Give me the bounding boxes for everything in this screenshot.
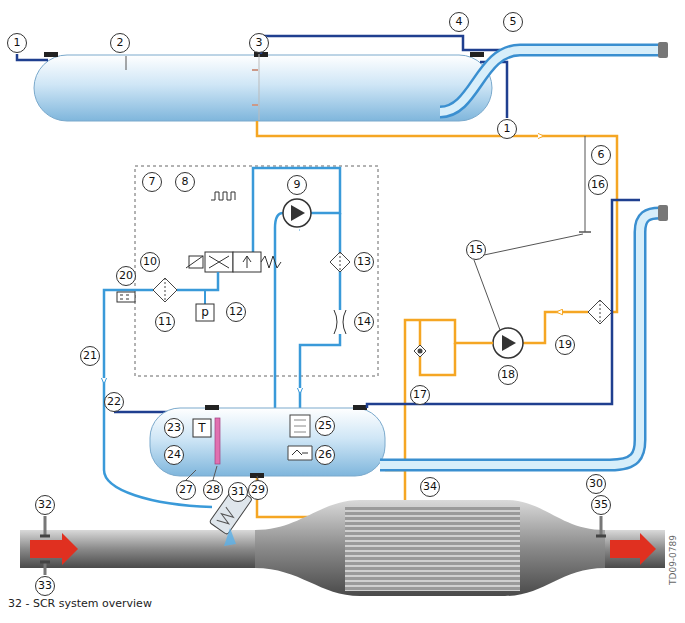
callout-number: 24 [164,445,184,465]
callout-number: 13 [354,252,374,272]
callout-number: 30 [586,474,606,494]
callout-number: 2 [110,33,130,53]
callout-number: 4 [449,12,469,32]
callout-number: 19 [555,335,575,355]
callout-number: 7 [142,172,162,192]
callout-number: 12 [226,302,246,322]
callout-number: 1 [497,119,517,139]
callout-number: 25 [315,416,335,436]
callout-number: 8 [175,172,195,192]
callout-number: 6 [591,145,611,165]
callout-number: 16 [588,175,608,195]
callout-number: 5 [503,12,523,32]
callout-number: 20 [116,266,136,286]
callout-number: 15 [466,240,486,260]
callout-number: 32 [35,495,55,515]
symbol-letter: T [198,421,205,435]
callout-number: 27 [176,480,196,500]
callout-number: 17 [410,385,430,405]
callout-number: 14 [354,312,374,332]
callout-number: 21 [80,346,100,366]
callout-number: 35 [591,495,611,515]
callout-number: 28 [203,480,223,500]
callout-number: 10 [140,252,160,272]
callout-number: 22 [104,392,124,412]
symbol-letter: p [201,305,209,319]
callout-number: 11 [155,312,175,332]
callout-number: 31 [228,482,248,502]
callout-number: 23 [164,418,184,438]
watermark: TD09-0789 [668,535,678,585]
callout-number: 1 [7,33,27,53]
callout-number: 18 [498,365,518,385]
callout-number: 29 [248,480,268,500]
callout-number: 34 [420,477,440,497]
callout-number: 9 [287,175,307,195]
callout-number: 33 [35,576,55,596]
callout-number: 3 [249,33,269,53]
figure-caption: 32 - SCR system overview [8,597,152,610]
callout-number: 26 [315,445,335,465]
